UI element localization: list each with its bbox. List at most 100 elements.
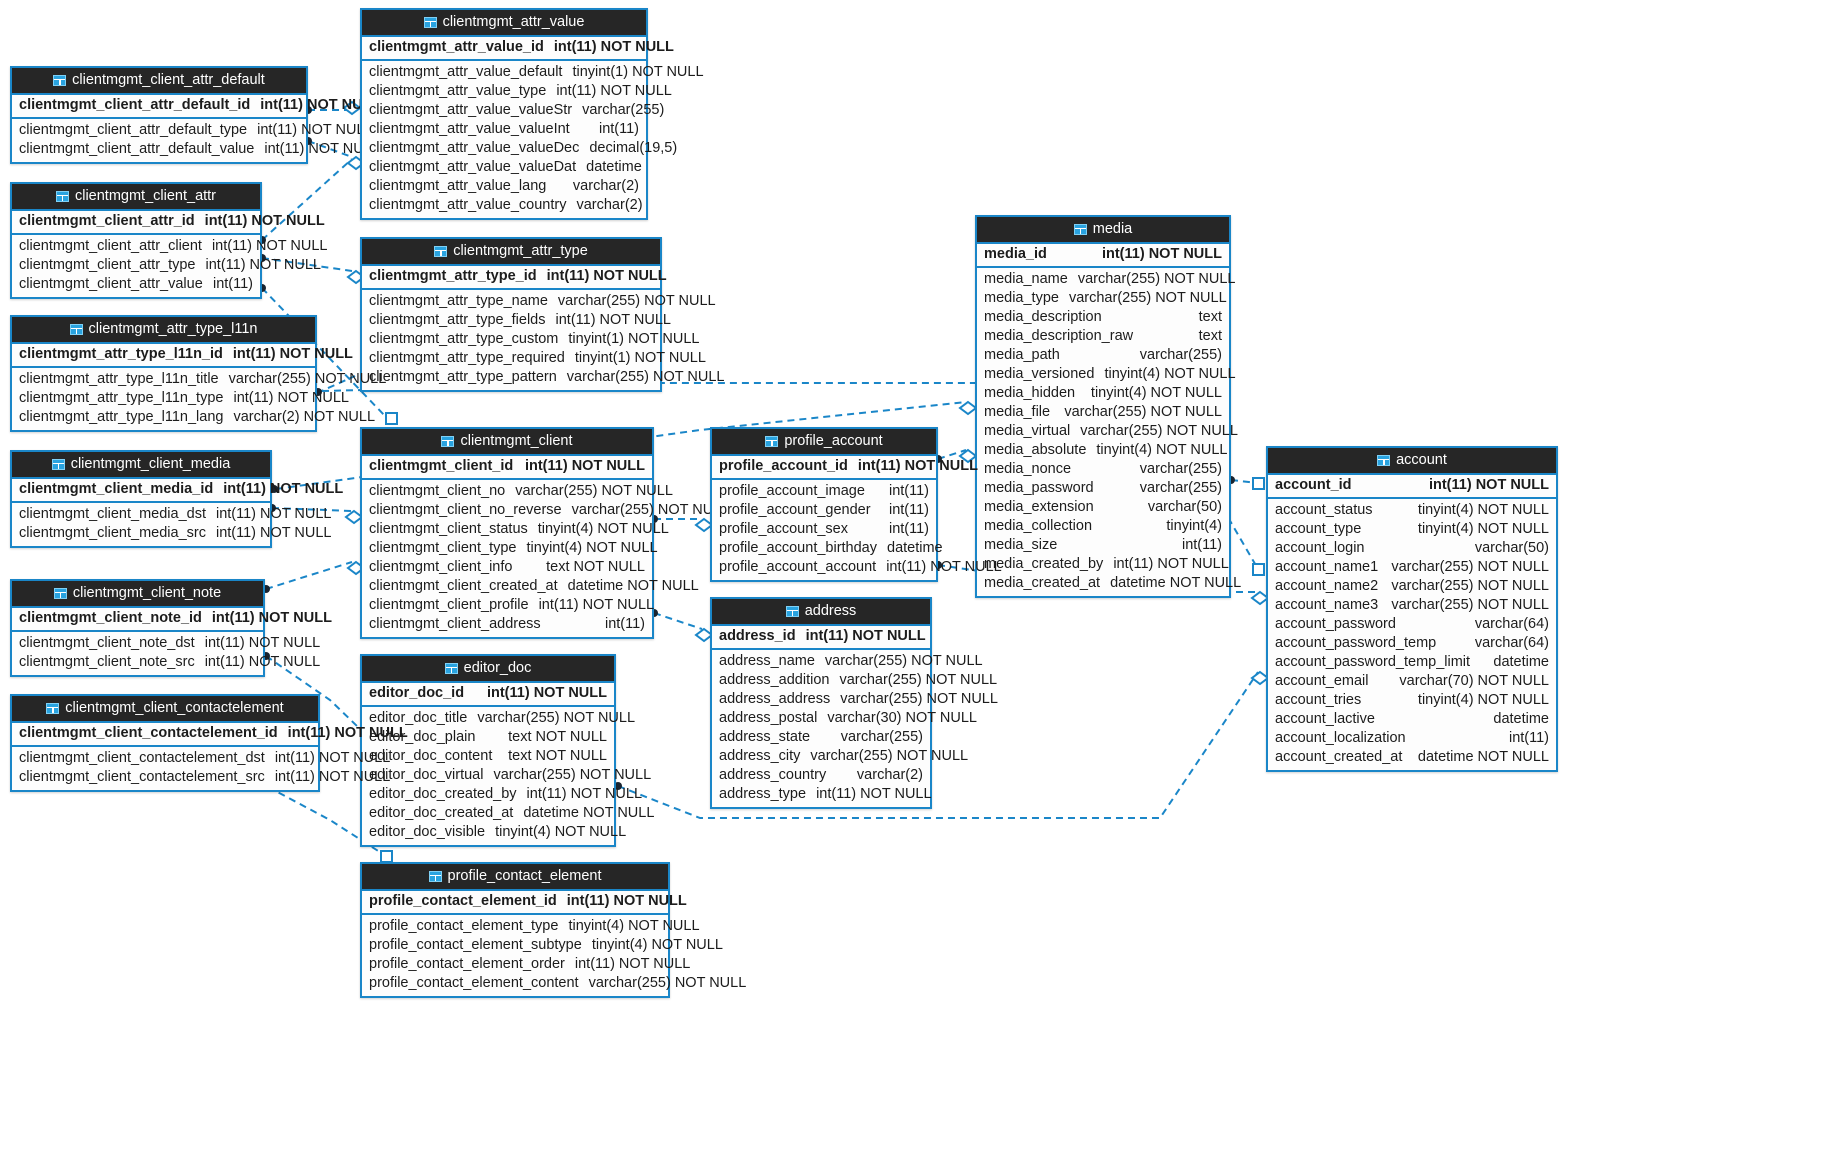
table-header-clientmgmt_client_note[interactable]: clientmgmt_client_note <box>12 581 263 608</box>
table-header-media[interactable]: media <box>977 217 1229 244</box>
table-header-clientmgmt_client_contactelement[interactable]: clientmgmt_client_contactelement <box>12 696 318 723</box>
table-header-address[interactable]: address <box>712 599 930 626</box>
table-header-clientmgmt_attr_value[interactable]: clientmgmt_attr_value <box>362 10 646 37</box>
table-header-clientmgmt_client_attr[interactable]: clientmgmt_client_attr <box>12 184 260 211</box>
table-header-profile_account[interactable]: profile_account <box>712 429 936 456</box>
table-header-clientmgmt_client_media[interactable]: clientmgmt_client_media <box>12 452 270 479</box>
table-header-clientmgmt_attr_type[interactable]: clientmgmt_attr_type <box>362 239 660 266</box>
table-header-clientmgmt_client_attr_default[interactable]: clientmgmt_client_attr_default <box>12 68 306 95</box>
table-header-clientmgmt_attr_type_l11n[interactable]: clientmgmt_attr_type_l11n <box>12 317 315 344</box>
table-clientmgmt_attr_type_l11n[interactable]: clientmgmt_attr_type_l11n clientmgmt_attr… <box>10 315 386 432</box>
table-header-account[interactable]: account <box>1268 448 1556 475</box>
table-header-profile_contact_element[interactable]: profile_contact_element <box>362 864 668 891</box>
table-header-clientmgmt_client[interactable]: clientmgmt_client <box>362 429 652 456</box>
